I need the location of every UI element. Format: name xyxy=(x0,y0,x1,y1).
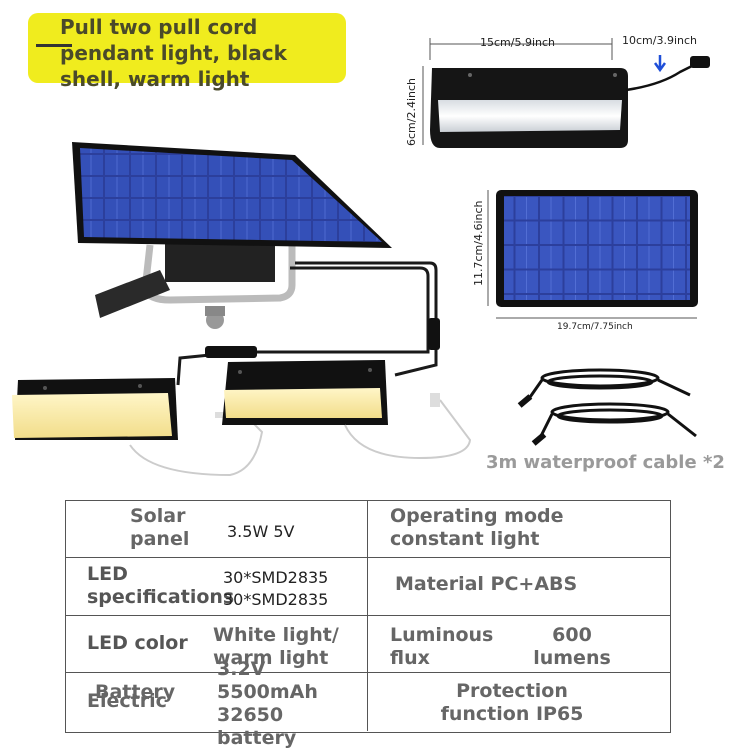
material-label: Material PC+ABS xyxy=(395,573,578,595)
title-banner xyxy=(28,13,346,83)
panel-dimension-view xyxy=(487,190,698,319)
panel-bracket xyxy=(95,240,296,329)
banner-title: Pull two pull cord pendant light, black … xyxy=(60,15,287,91)
cable-caption: 3m waterproof cable *2 xyxy=(486,452,725,473)
led-color-label: LED color xyxy=(87,632,188,654)
cable-length-label: 10cm/3.9inch xyxy=(622,34,698,47)
battery-label: Battery xyxy=(95,681,176,703)
led-spec-label: LED specifications xyxy=(87,563,235,608)
led-spec-value-2: 30*SMD2835 xyxy=(223,590,329,609)
left-pull-cord xyxy=(129,419,264,477)
cables xyxy=(176,261,438,386)
battery-value: 3.2V 5500mAh 32650 battery xyxy=(217,658,318,749)
solar-panel-label: Solar panel xyxy=(130,505,190,550)
electric-label: Electric xyxy=(87,690,167,712)
cable-connector xyxy=(428,318,440,350)
solar-panel-value: 3.5W 5V xyxy=(227,522,295,541)
luminous-value: 600 lumens xyxy=(533,624,611,669)
cable-connector-2 xyxy=(205,346,257,358)
operating-mode-label: Operating mode constant light xyxy=(390,505,564,550)
col-divider xyxy=(367,500,368,731)
product-illustration xyxy=(12,38,710,477)
luminous-label: Luminous flux xyxy=(390,624,494,669)
coiled-cables xyxy=(526,368,697,439)
table-outline xyxy=(65,500,671,733)
lamp-width-label: 15cm/5.9inch xyxy=(480,36,556,49)
lamp-height-label: 6cm/2.4inch xyxy=(405,77,418,146)
panel-height-label: 11.7cm/4.6inch xyxy=(472,200,485,286)
panel-width-label: 19.7cm/7.75inch xyxy=(557,322,633,332)
lamp-dimension-view xyxy=(422,38,710,148)
right-pull-handle xyxy=(430,393,440,407)
large-solar-panel xyxy=(72,142,392,248)
left-pull-handle xyxy=(215,412,225,418)
spec-table: Solar panel 3.5W 5V Operating mode const… xyxy=(65,500,671,749)
right-lamp xyxy=(222,360,388,425)
led-color-value: White light/ warm light xyxy=(213,624,339,669)
left-lamp xyxy=(12,378,178,440)
banner-underline xyxy=(36,44,72,47)
right-pull-cord xyxy=(344,399,472,460)
led-spec-value-1: 30*SMD2835 xyxy=(223,568,329,587)
protection-label: Protection function IP65 xyxy=(440,680,584,725)
